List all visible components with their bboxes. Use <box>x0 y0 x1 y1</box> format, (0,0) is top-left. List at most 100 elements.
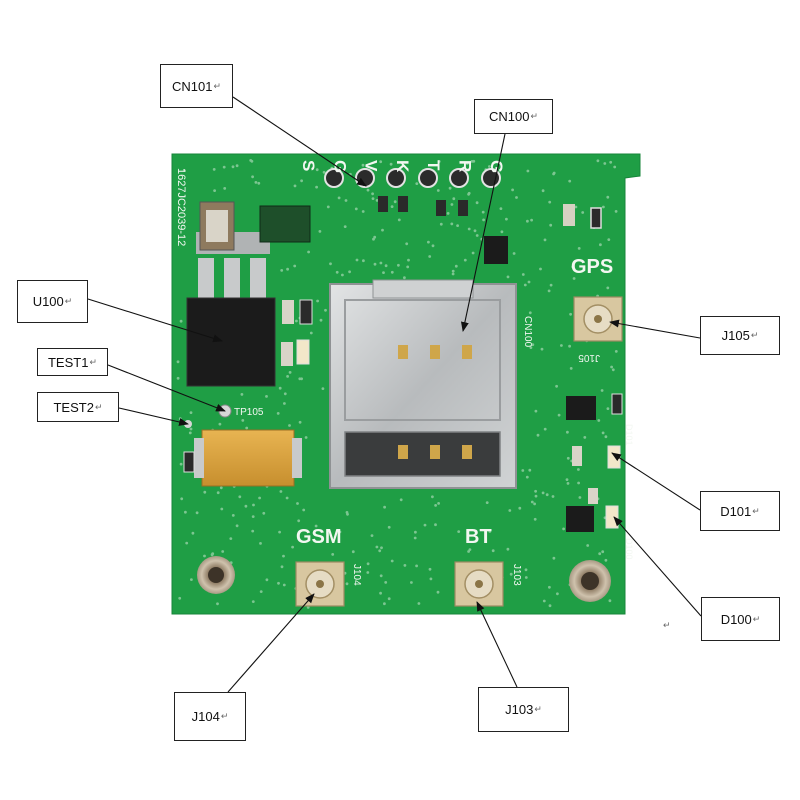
via-dot <box>403 276 406 280</box>
via-dot <box>549 283 553 287</box>
via-dot <box>283 392 287 396</box>
via-dot <box>405 242 409 246</box>
via-dot <box>428 567 432 571</box>
via-dot <box>403 564 407 567</box>
via-dot <box>354 207 358 211</box>
via-dot <box>329 262 332 266</box>
via-dot <box>178 417 182 421</box>
silk-cn100: CN100 <box>522 316 533 348</box>
via-dot <box>262 511 266 515</box>
leader-arrows <box>87 96 702 693</box>
via-dot <box>321 387 325 390</box>
via-dot <box>508 509 512 512</box>
via-dot <box>302 508 306 512</box>
via-dot <box>457 530 461 533</box>
via-dot <box>387 597 391 601</box>
via-dot <box>450 222 454 226</box>
via-dot <box>542 599 546 603</box>
via-dot <box>475 234 479 237</box>
via-dot <box>471 251 475 255</box>
via-dot <box>609 160 613 164</box>
silk-j103: J103 <box>511 564 522 586</box>
via-dot <box>235 524 239 528</box>
via-dot <box>383 602 386 606</box>
callout-cn100: CN100↵ <box>474 99 553 134</box>
via-dot <box>277 581 280 585</box>
arrow-test1 <box>107 364 226 412</box>
via-dot <box>431 244 435 248</box>
callout-d100: D100↵ <box>701 597 780 641</box>
mounting-hole-right <box>569 560 611 602</box>
via-dot <box>545 493 549 497</box>
via-dot <box>450 203 454 206</box>
via-dot <box>549 223 553 227</box>
via-dot <box>278 386 282 390</box>
via-dot <box>603 162 607 165</box>
via-dot <box>577 481 580 485</box>
via-dot <box>548 585 551 589</box>
header-pins-cn101 <box>324 168 501 188</box>
via-dot <box>300 179 303 183</box>
via-dot <box>548 604 552 608</box>
arrow-j105 <box>609 319 701 339</box>
via-dot <box>465 162 469 165</box>
via-dot <box>406 265 410 269</box>
via-dot <box>189 411 193 414</box>
via-dot <box>343 225 347 229</box>
via-dot <box>568 179 572 183</box>
via-dot <box>390 205 394 209</box>
via-dot <box>244 504 248 508</box>
silkscreen-text: GPS GSM BT TP105 1627JC2039-12 CN100 J10… <box>175 160 634 586</box>
via-dot <box>611 368 615 372</box>
via-dot <box>188 431 192 435</box>
via-dot <box>257 181 261 185</box>
via-dot <box>429 577 433 581</box>
via-dot <box>372 237 375 241</box>
via-dot <box>437 160 441 163</box>
via-dot <box>296 502 299 505</box>
via-dot <box>534 489 537 493</box>
via-dot <box>319 318 323 322</box>
via-dot <box>219 486 223 490</box>
via-dot <box>366 188 370 192</box>
via-dot <box>571 265 575 269</box>
via-dot <box>306 606 310 609</box>
via-dot <box>279 490 283 493</box>
via-dot <box>293 184 297 188</box>
via-dot <box>566 456 570 460</box>
via-dot <box>180 497 184 501</box>
via-dot <box>500 230 504 234</box>
via-dot <box>613 165 617 169</box>
via-dot <box>485 501 489 504</box>
via-dot <box>604 558 608 562</box>
via-dot <box>341 273 344 277</box>
arrow-j103 <box>476 601 518 688</box>
fuse-f100 <box>259 205 311 243</box>
via-dot <box>533 517 537 521</box>
via-dot <box>521 273 525 276</box>
via-dot <box>543 427 547 431</box>
via-dot <box>216 602 219 606</box>
via-dot <box>379 574 383 578</box>
via-dot <box>515 196 518 199</box>
via-dot <box>229 537 233 540</box>
ipex-connector-j103 <box>454 561 504 607</box>
via-dot <box>552 556 556 560</box>
via-dot <box>526 169 530 173</box>
via-dot <box>568 344 571 348</box>
via-dot <box>335 270 339 274</box>
callout-j104: J104↵ <box>174 692 246 741</box>
via-dot <box>525 475 529 479</box>
callout-u100: U100↵ <box>17 280 88 323</box>
via-dot <box>512 252 516 255</box>
via-dot <box>451 269 455 273</box>
via-dot <box>527 280 531 284</box>
callout-test1: TEST1↵ <box>37 348 108 376</box>
via-dot <box>446 212 450 215</box>
via-dot <box>383 505 386 509</box>
via-dot <box>434 523 437 527</box>
via-dot <box>380 546 383 550</box>
via-dot <box>526 219 529 223</box>
via-dot <box>231 165 235 169</box>
via-dot <box>560 344 563 347</box>
